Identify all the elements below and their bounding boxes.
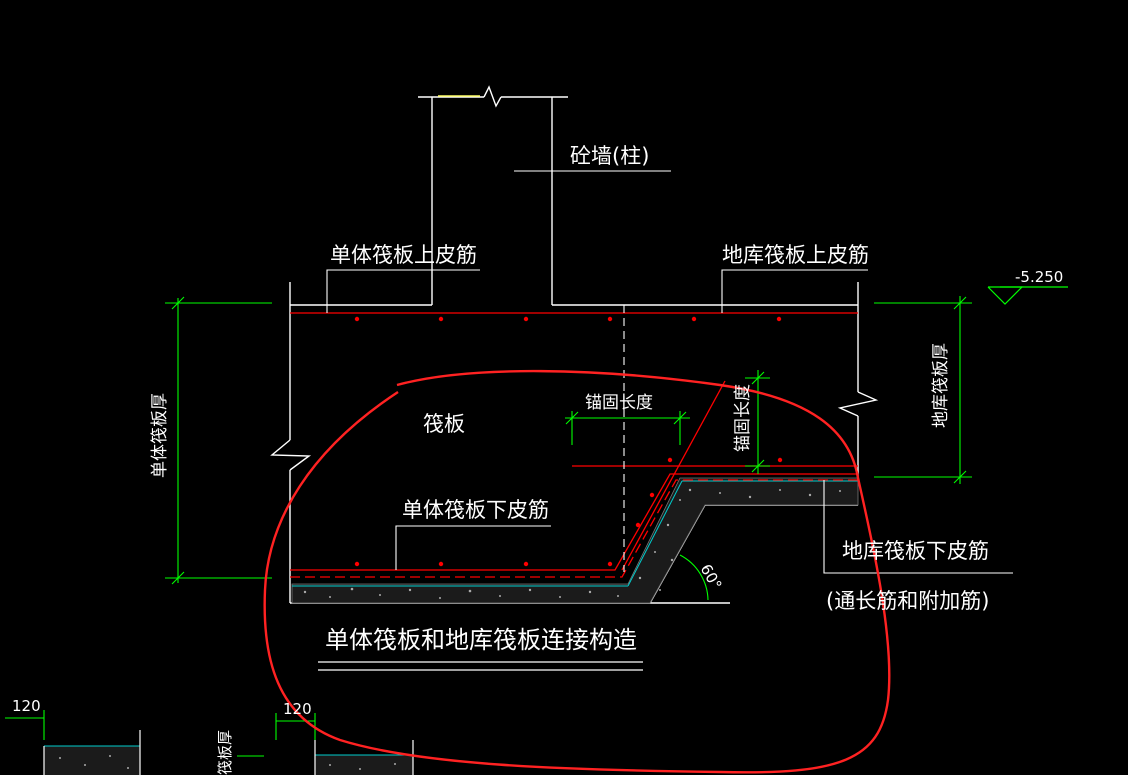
- label-anchorage-length-h: 锚固长度: [585, 393, 653, 413]
- rebar-dots: [354, 316, 783, 567]
- wall-column-outline: [418, 85, 568, 305]
- partial-detail-mid: [314, 740, 414, 775]
- label-angle: 60°: [697, 561, 726, 593]
- label-elevation: -5.250: [1015, 268, 1063, 286]
- label-basement-raft-thickness: 地库筏板厚: [931, 343, 951, 428]
- label-dim-120-left: 120: [12, 697, 41, 715]
- label-single-raft-top-bar: 单体筏板上皮筋: [330, 243, 477, 267]
- title-underline: [318, 661, 643, 671]
- label-dim-120-mid: 120: [283, 700, 312, 718]
- drawing-title: 单体筏板和地库筏板连接构造: [325, 626, 637, 654]
- leader-lines: [326, 170, 1013, 574]
- rebar-lines: [290, 312, 858, 578]
- bedding-hatch: [291, 477, 859, 604]
- label-basement-raft-bottom-bar: 地库筏板下皮筋: [842, 539, 989, 563]
- label-anchorage-length-v: 锚固长度: [733, 384, 753, 452]
- label-partial-thickness: 筏板厚: [216, 730, 234, 775]
- label-raft: 筏板: [423, 412, 465, 436]
- markup-circle: [263, 369, 891, 774]
- label-basement-raft-top-bar: 地库筏板上皮筋: [722, 243, 869, 267]
- elevation-marker: [987, 286, 1068, 305]
- label-single-raft-thickness: 单体筏板厚: [150, 393, 170, 478]
- label-wall-column: 砼墙(柱): [570, 144, 649, 168]
- partial-detail-left: [43, 730, 141, 775]
- label-single-raft-bottom-bar: 单体筏板下皮筋: [402, 498, 549, 522]
- raft-outline: [270, 282, 879, 604]
- label-bottom-bar-note: (通长筋和附加筋): [826, 589, 989, 613]
- dimension-lines: [5, 296, 972, 757]
